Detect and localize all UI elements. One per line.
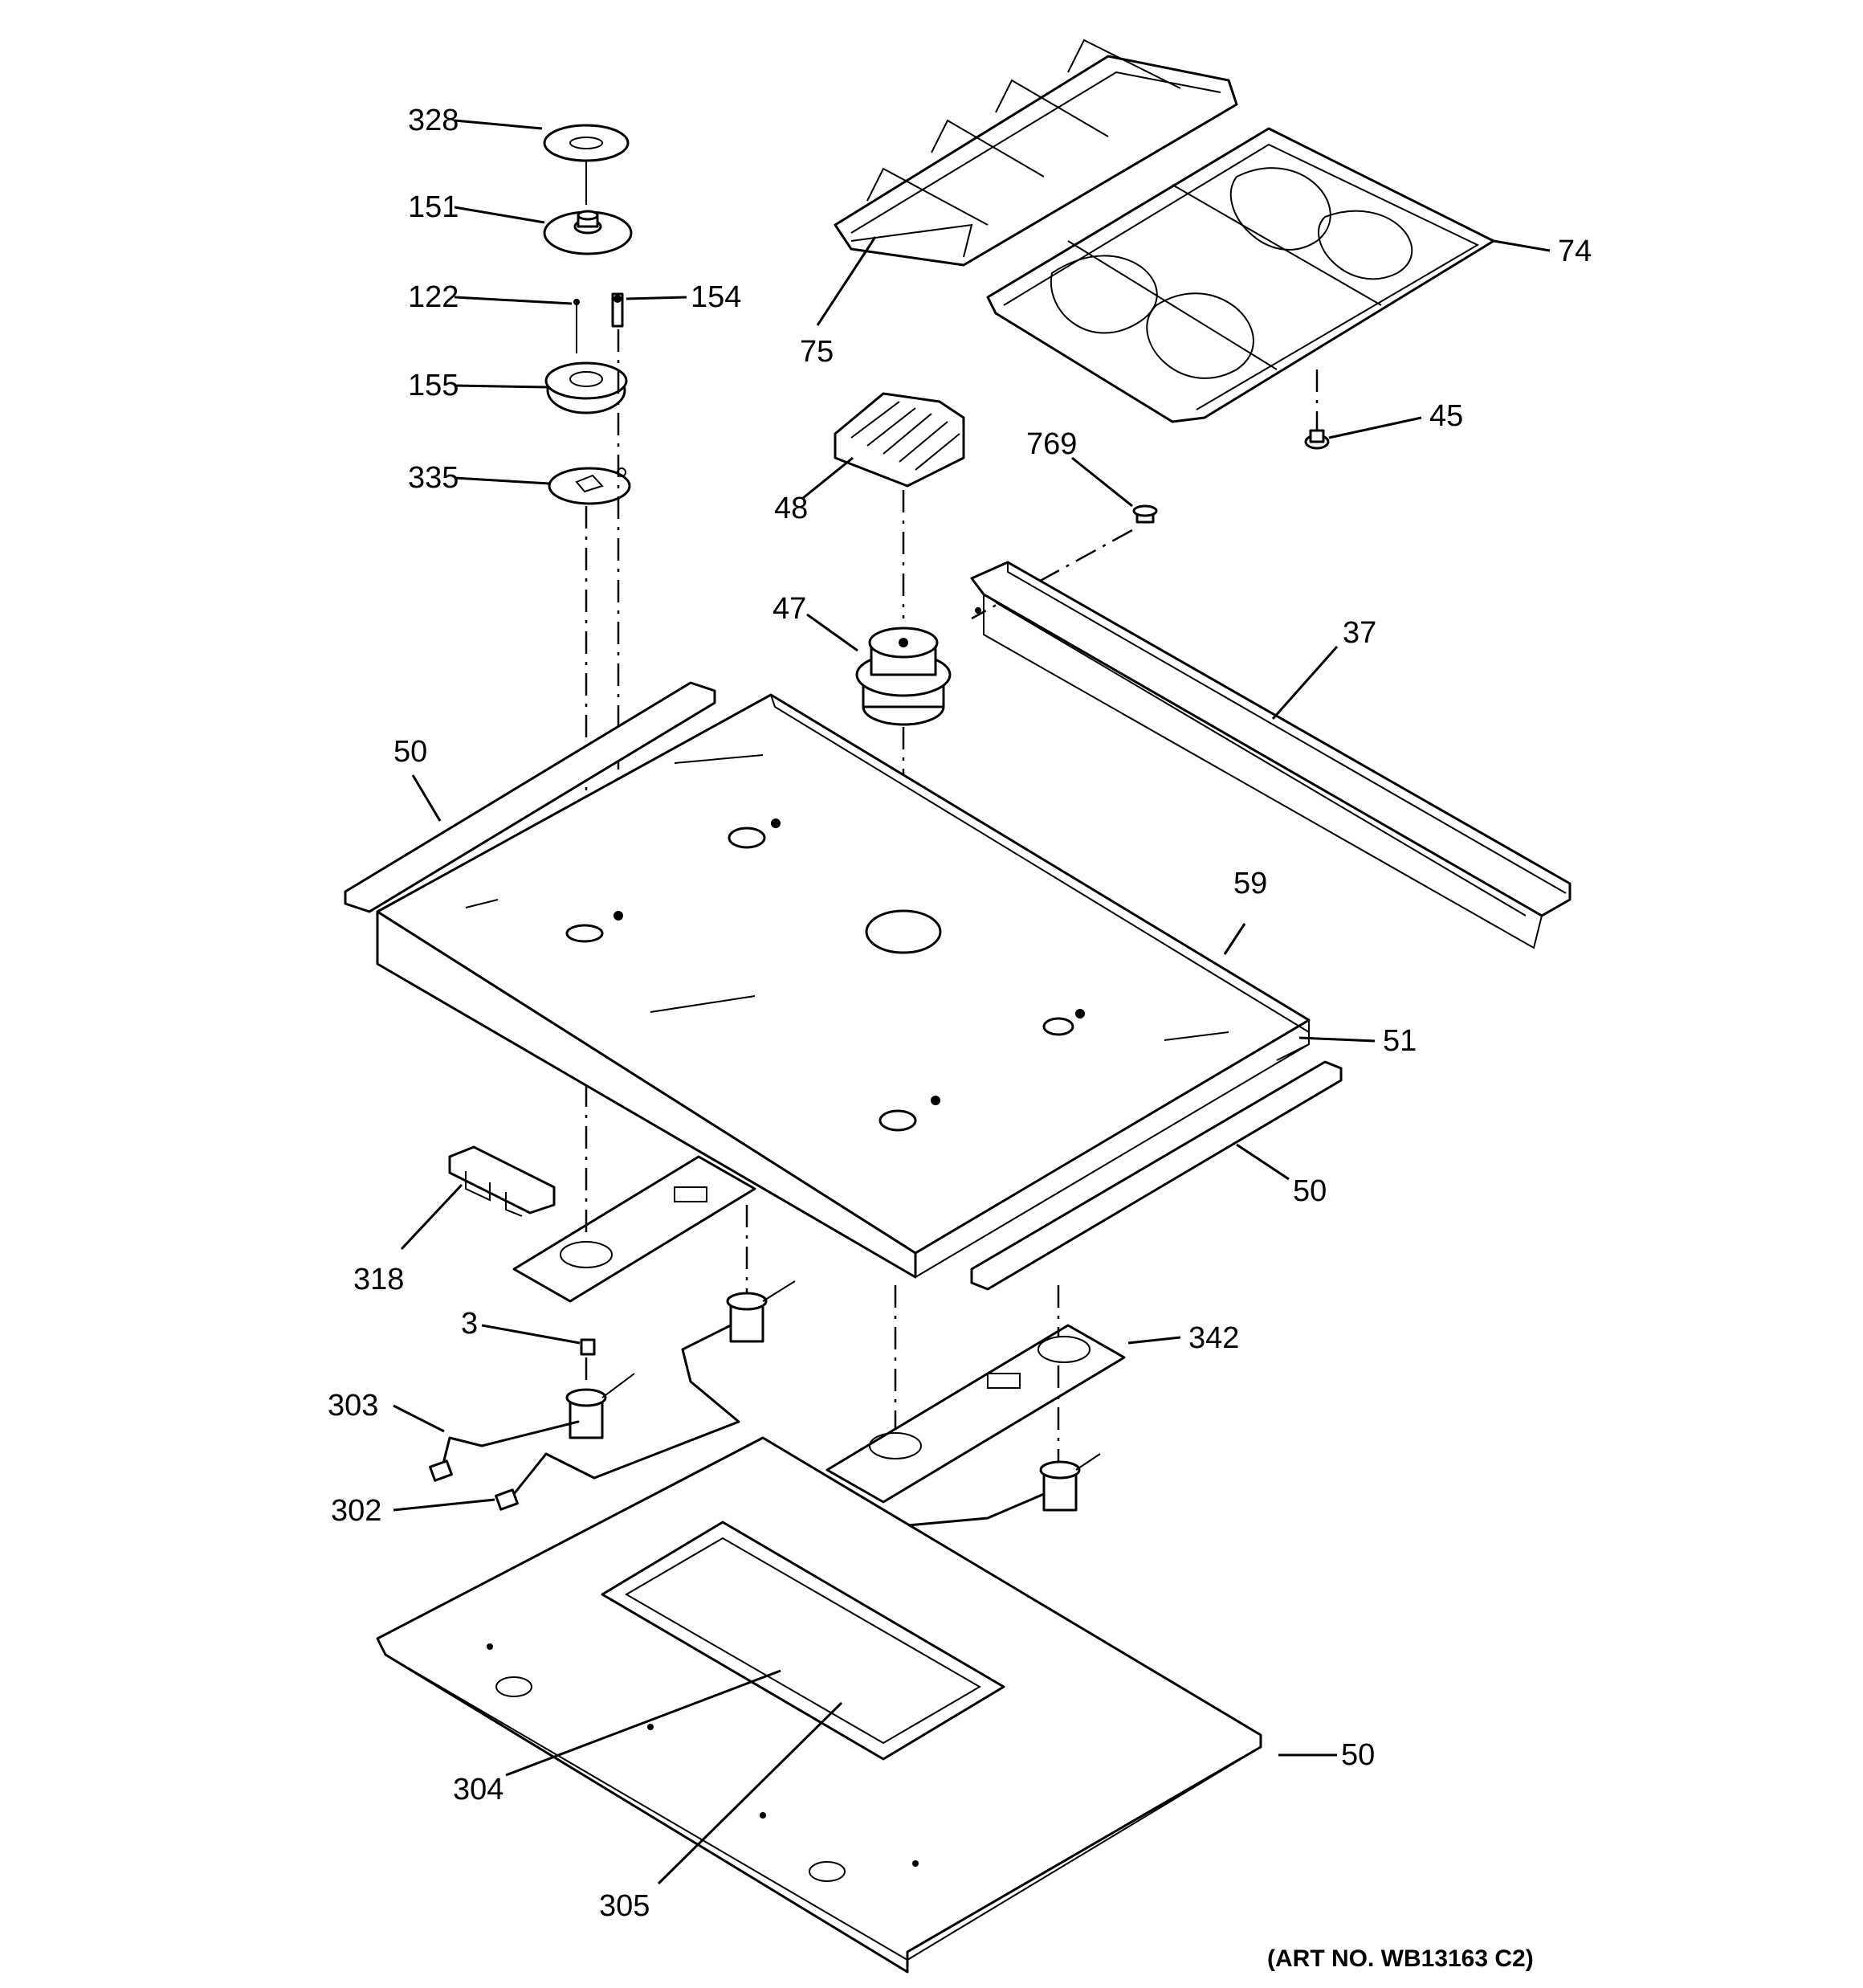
plate-335 (548, 467, 631, 505)
burner-bracket-left (512, 1155, 756, 1303)
callout-75: 75 (800, 335, 834, 369)
callout-303: 303 (328, 1389, 378, 1423)
valve-left (565, 1373, 635, 1439)
burner-head-151 (543, 210, 633, 255)
valve-right (1039, 1453, 1101, 1512)
gas-tube-302 (495, 1324, 740, 1511)
callout-50-lower: 50 (1341, 1738, 1375, 1772)
callout-155: 155 (408, 369, 459, 402)
callout-342: 342 (1188, 1321, 1239, 1355)
callout-318: 318 (353, 1263, 404, 1296)
callout-37: 37 (1343, 616, 1376, 650)
base-pan-50 (376, 1436, 1262, 1974)
cap-48 (834, 392, 965, 488)
callout-769: 769 (1026, 427, 1077, 461)
callout-302: 302 (331, 1494, 381, 1528)
art-number: (ART NO. WB13163 C2) (1267, 1945, 1534, 1972)
burner-base-155 (544, 361, 628, 414)
callout-304: 304 (453, 1773, 503, 1806)
cooktop-panel-59 (376, 693, 1311, 1279)
screw-769 (1132, 504, 1158, 524)
callout-59: 59 (1233, 867, 1267, 900)
trim-strip-51 (1276, 1043, 1310, 1061)
callout-305: 305 (599, 1889, 650, 1923)
callout-122: 122 (408, 280, 459, 314)
screw-122 (573, 299, 580, 353)
burner-cap-328 (543, 124, 630, 162)
callout-3: 3 (461, 1307, 478, 1341)
callout-328: 328 (408, 104, 459, 137)
callout-335: 335 (408, 461, 459, 495)
callout-45: 45 (1429, 399, 1463, 433)
grate-75 (834, 39, 1238, 267)
callout-154: 154 (691, 280, 741, 314)
orifice-3 (580, 1338, 596, 1356)
valve-mid (726, 1280, 796, 1343)
grate-74 (986, 127, 1495, 423)
callout-151: 151 (408, 190, 459, 224)
callout-50-middle: 50 (1293, 1174, 1327, 1208)
callout-47: 47 (773, 592, 806, 626)
rail-37 (970, 561, 1572, 949)
trim-strip-50-upper (344, 681, 716, 913)
callout-74: 74 (1558, 235, 1592, 268)
bracket-318 (448, 1145, 556, 1217)
burner-bracket-342 (826, 1324, 1126, 1504)
callout-48: 48 (774, 492, 808, 525)
callout-50-upper: 50 (393, 735, 427, 769)
gas-tube-303 (429, 1420, 580, 1482)
electrode-154 (611, 292, 624, 328)
callout-51: 51 (1383, 1024, 1417, 1058)
valve-47 (855, 627, 952, 726)
foot-45 (1304, 429, 1330, 450)
trim-strip-50-lower (970, 1060, 1343, 1291)
